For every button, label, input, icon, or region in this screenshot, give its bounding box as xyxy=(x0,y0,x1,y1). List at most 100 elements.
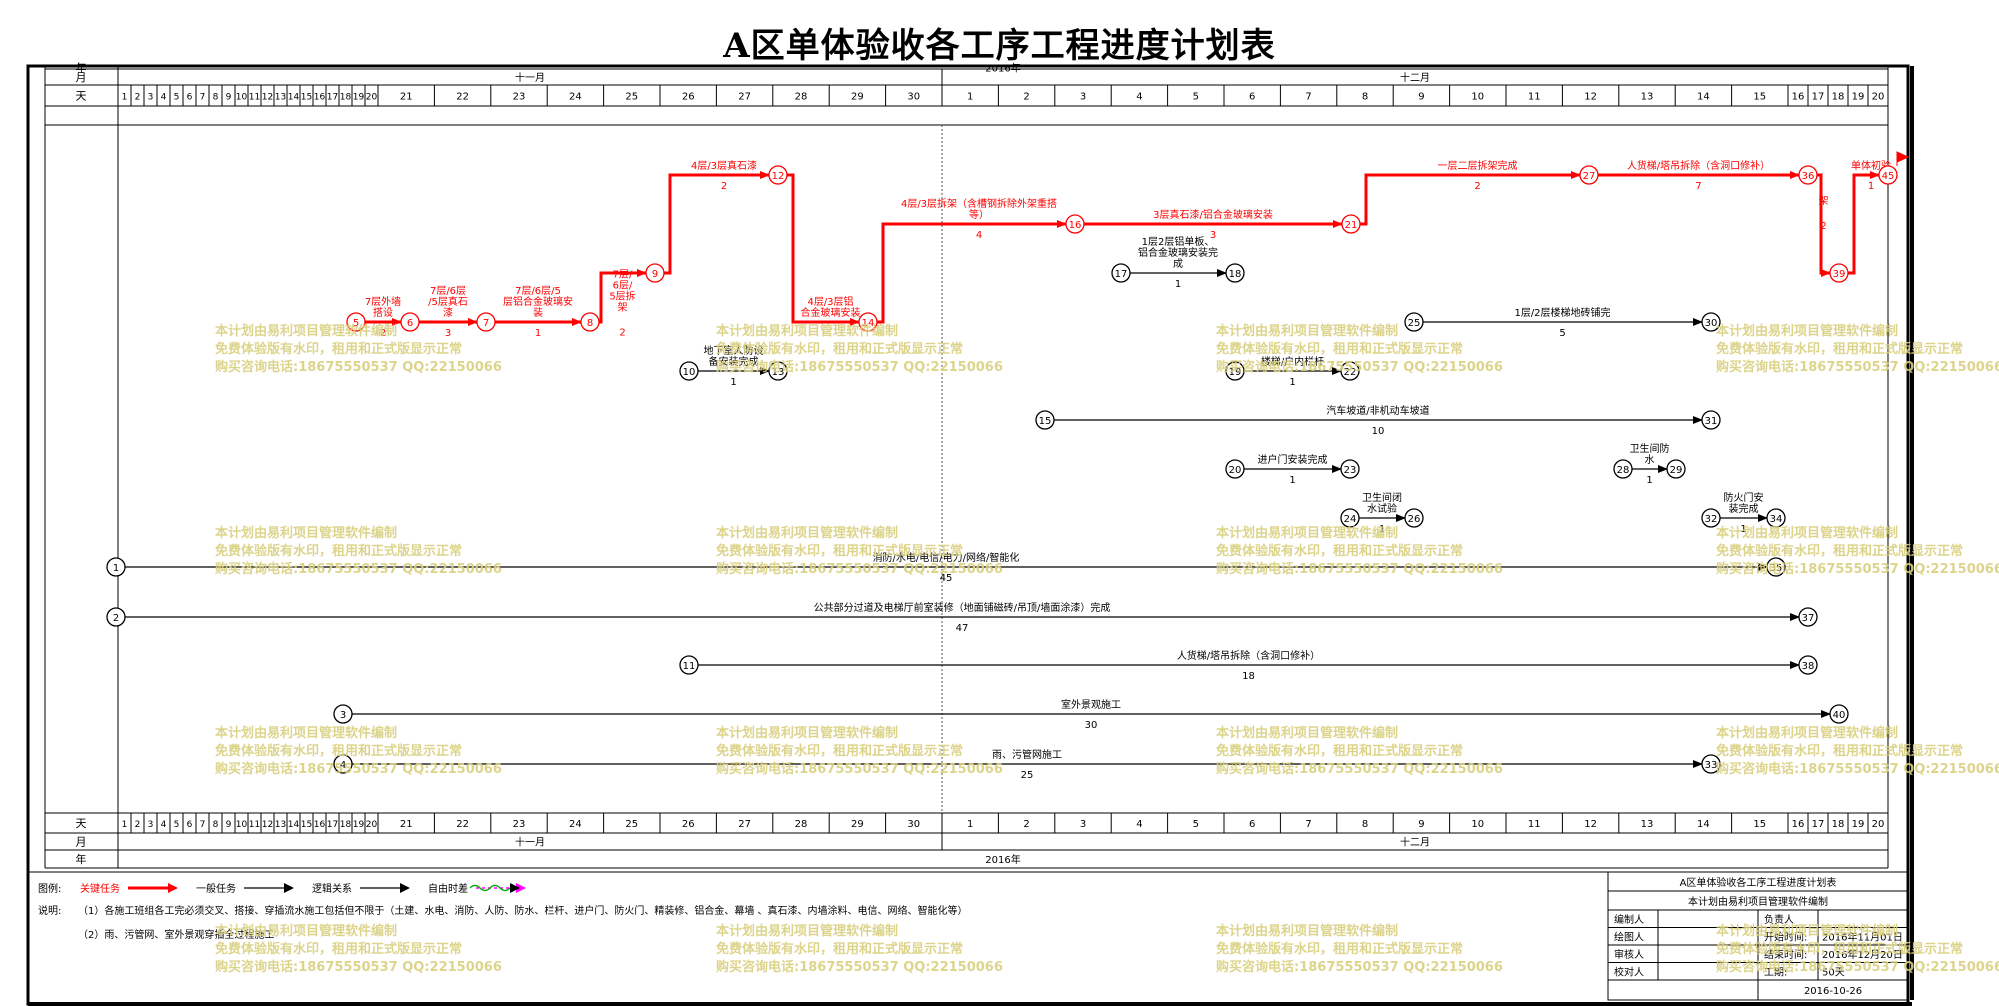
watermark-line: 购买咨询电话:18675550537 QQ:22150066 xyxy=(716,959,1003,975)
bottom-day-label: 24 xyxy=(569,819,582,830)
bottom-day-label: 21 xyxy=(400,819,413,830)
node-24: 24 xyxy=(1340,508,1360,528)
task-duration: 1 xyxy=(1289,377,1295,388)
bottom-day-label: 4 xyxy=(161,820,167,830)
node-id: 38 xyxy=(1802,661,1815,672)
node-id: 14 xyxy=(862,318,875,329)
watermark-line: 免费体验版有水印，租用和正式版显示正常 xyxy=(1716,341,1963,357)
bottom-day-label: 2 xyxy=(1023,819,1029,830)
bottom-day-label: 5 xyxy=(1193,819,1199,830)
finish-flag-icon xyxy=(1896,151,1910,166)
node-13: 13 xyxy=(768,361,788,381)
node-id: 6 xyxy=(407,318,413,329)
watermark-line: 购买咨询电话:18675550537 QQ:22150066 xyxy=(1216,959,1503,975)
watermark-line: 本计划由易利项目管理软件编制 xyxy=(716,725,898,741)
node-1: 1 xyxy=(106,557,126,577)
task-label-line: 水试验 xyxy=(1367,502,1397,515)
bottom-day-label: 20 xyxy=(1872,819,1885,830)
node-id: 40 xyxy=(1833,710,1846,721)
connector-label-line: 架 xyxy=(1819,195,1829,207)
node-circle xyxy=(1340,459,1360,479)
legend-wavy-line xyxy=(469,884,511,892)
bottom-day-label: 18 xyxy=(340,820,352,830)
node-12: 12 xyxy=(768,165,788,185)
watermark: 本计划由易利项目管理软件编制免费体验版有水印，租用和正式版显示正常购买咨询电话:… xyxy=(1216,525,1503,577)
bottom-day-label: 6 xyxy=(1249,819,1255,830)
node-39: 39 xyxy=(1829,263,1849,283)
node-id: 12 xyxy=(772,171,785,182)
watermark: 本计划由易利项目管理软件编制免费体验版有水印，租用和正式版显示正常购买咨询电话:… xyxy=(1216,323,1503,375)
task-label: 4层/3层拆架（含槽钢拆除外架重搭等） xyxy=(901,197,1057,221)
bottom-day-label: 13 xyxy=(1641,819,1654,830)
top-day-label: 25 xyxy=(625,92,638,103)
timescale-row-label: 月 xyxy=(76,836,87,849)
node-4: 4 xyxy=(333,754,353,774)
top-day-label: 9 xyxy=(226,93,232,103)
top-year-label: 2016年 xyxy=(985,62,1020,75)
task-label-line: 消防/水电/电信/电力/网络/智能化 xyxy=(873,551,1020,564)
node-circle xyxy=(1579,165,1599,185)
bottom-day-label: 26 xyxy=(682,819,695,830)
node-id: 45 xyxy=(1882,171,1895,182)
watermark: 本计划由易利项目管理软件编制免费体验版有水印，租用和正式版显示正常购买咨询电话:… xyxy=(215,525,502,577)
node-circle xyxy=(1798,655,1818,675)
node-id: 30 xyxy=(1705,318,1718,329)
bottom-day-label: 4 xyxy=(1136,819,1142,830)
top-day-label: 2 xyxy=(135,93,141,103)
bottom-day-label: 3 xyxy=(148,820,154,830)
info-box-key: 开始时间: xyxy=(1764,931,1807,944)
connector-label-line: 架 xyxy=(618,302,628,314)
task-label: 人货梯/塔吊拆除（含洞口修补） xyxy=(1177,649,1320,662)
watermark-line: 免费体验版有水印，租用和正式版显示正常 xyxy=(1216,743,1463,759)
task-label-line: 层铝合金玻璃安 xyxy=(503,295,573,308)
bottom-day-label: 3 xyxy=(1080,819,1086,830)
node-circle xyxy=(476,312,496,332)
legend-sample-head xyxy=(400,883,410,893)
node-17: 17 xyxy=(1111,263,1131,283)
watermark-line: 免费体验版有水印，租用和正式版显示正常 xyxy=(215,341,462,357)
bottom-year-label: 2016年 xyxy=(985,853,1020,866)
task-duration: 47 xyxy=(956,623,969,634)
node-circle xyxy=(1798,165,1818,185)
legend-label: 图例: xyxy=(38,882,61,895)
task-duration: 1 xyxy=(535,328,541,339)
node-id: 18 xyxy=(1229,269,1242,280)
node-circle xyxy=(1225,459,1245,479)
node-circle xyxy=(1798,607,1818,627)
node-circle xyxy=(1766,508,1786,528)
node-id: 16 xyxy=(1069,220,1082,231)
node-circle xyxy=(1701,754,1721,774)
page-title: A区单体验收各工序工程进度计划表 xyxy=(723,26,1276,66)
watermark-line: 本计划由易利项目管理软件编制 xyxy=(1716,923,1898,939)
node-circle xyxy=(1666,459,1686,479)
node-id: 4 xyxy=(340,760,346,771)
top-day-label: 2 xyxy=(1023,92,1029,103)
task-duration: 1 xyxy=(1379,524,1385,535)
node-id: 39 xyxy=(1833,269,1846,280)
legend-item-label: 逻辑关系 xyxy=(312,882,352,895)
timescale-row-label: 天 xyxy=(76,817,87,830)
task-label-line: 室外景观施工 xyxy=(1061,698,1121,711)
node-circle xyxy=(106,557,126,577)
node-40: 40 xyxy=(1829,704,1849,724)
task-label: 消防/水电/电信/电力/网络/智能化 xyxy=(873,551,1020,564)
node-10: 10 xyxy=(679,361,699,381)
node-circle xyxy=(333,754,353,774)
timescale-row-label: 年 xyxy=(76,852,87,866)
node-id: 7 xyxy=(483,318,489,329)
node-circle xyxy=(580,312,600,332)
node-circle xyxy=(1111,263,1131,283)
timescale-row-label: 天 xyxy=(76,90,87,103)
node-id: 1 xyxy=(113,563,119,574)
node-circle xyxy=(1225,263,1245,283)
node-29: 29 xyxy=(1666,459,1686,479)
node-14: 14 xyxy=(858,312,878,332)
top-day-label: 24 xyxy=(569,92,582,103)
legend-sample-head xyxy=(284,883,294,893)
node-circle xyxy=(333,704,353,724)
watermark: 本计划由易利项目管理软件编制免费体验版有水印，租用和正式版显示正常购买咨询电话:… xyxy=(716,725,1003,777)
watermark-line: 购买咨询电话:18675550537 QQ:22150066 xyxy=(1716,959,1999,975)
timescale-row-label: 年 xyxy=(76,61,87,75)
node-20: 20 xyxy=(1225,459,1245,479)
watermark-line: 购买咨询电话:18675550537 QQ:22150066 xyxy=(1716,561,1999,577)
